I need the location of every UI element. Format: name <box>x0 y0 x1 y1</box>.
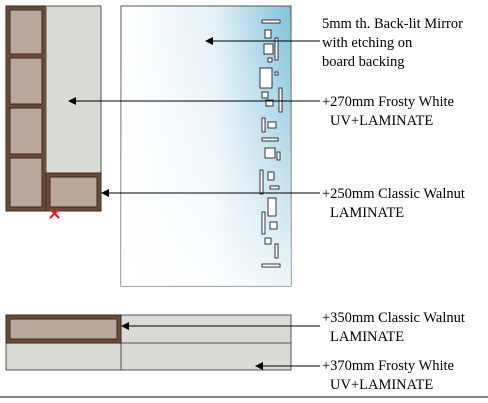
etching-pattern <box>259 19 283 268</box>
walnut-shelf-panel-1 <box>9 9 43 55</box>
backlit-mirror <box>120 5 292 287</box>
lower-unit <box>5 314 292 371</box>
tall-cabinet <box>5 5 102 219</box>
label-walnut-350-line2: LAMINATE <box>330 329 404 345</box>
leader-lines <box>68 37 320 370</box>
walnut-shelf-panel-3 <box>9 107 43 155</box>
walnut-shelf-panel-2 <box>9 57 43 105</box>
label-walnut-250-line2: LAMINATE <box>330 205 404 221</box>
label-frosty-370-line1: +370mm Frosty White <box>322 358 454 374</box>
label-walnut-250-line1: +250mm Classic Walnut <box>322 186 465 202</box>
label-frosty-270-line2: UV+LAMINATE <box>330 113 433 129</box>
label-mirror-line2: with etching on <box>322 35 413 51</box>
label-frosty-370-line2: UV+LAMINATE <box>330 377 433 393</box>
label-mirror-line3: board backing <box>322 54 405 70</box>
annotation-labels: 5mm th. Back-lit Mirror with etching on … <box>322 16 465 393</box>
lower-walnut-panel <box>9 318 118 340</box>
label-frosty-270-line1: +270mm Frosty White <box>322 94 454 110</box>
walnut-base-panel <box>49 176 98 208</box>
label-mirror-line1: 5mm th. Back-lit Mirror <box>322 16 463 32</box>
red-x-marker <box>49 208 60 219</box>
walnut-shelf-panel-4 <box>9 157 43 208</box>
label-walnut-350-line1: +350mm Classic Walnut <box>322 310 465 326</box>
